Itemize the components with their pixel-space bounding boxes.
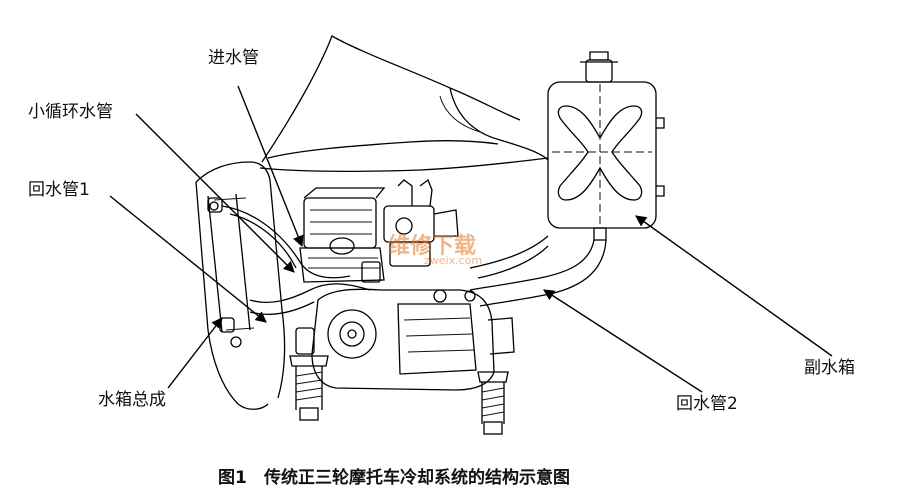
leader-aux-tank [635,215,833,357]
crankcase [295,288,515,391]
body-outline [259,35,549,172]
label-small-circ-pipe: 小循环水管 [28,102,113,122]
watermark-url: zweix.com [424,254,483,267]
engine-cylinder [299,187,386,283]
radiator-assembly [195,161,286,410]
figure-number: 图1 [218,468,247,488]
leader-inlet-pipe [237,85,304,248]
watermark-text: 维修下载 [388,234,477,259]
return-pipe-2 [469,235,607,307]
leader-lines [109,85,833,393]
shock-absorbers [289,355,509,435]
aux-tank [547,51,665,241]
label-radiator-assembly: 水箱总成 [98,390,166,410]
label-return-pipe-1: 回水管1 [28,180,90,200]
leader-return-pipe-2 [543,289,703,393]
figure-caption: 传统正三轮摩托车冷却系统的结构示意图 [264,468,570,488]
carburetor [383,178,459,267]
leader-radiator [167,317,223,389]
label-inlet-pipe: 进水管 [208,48,259,68]
label-return-pipe-2: 回水管2 [676,394,738,414]
leader-small-circ-pipe [135,113,295,273]
leader-return-pipe-1 [109,195,267,323]
label-aux-tank: 副水箱 [804,358,855,378]
